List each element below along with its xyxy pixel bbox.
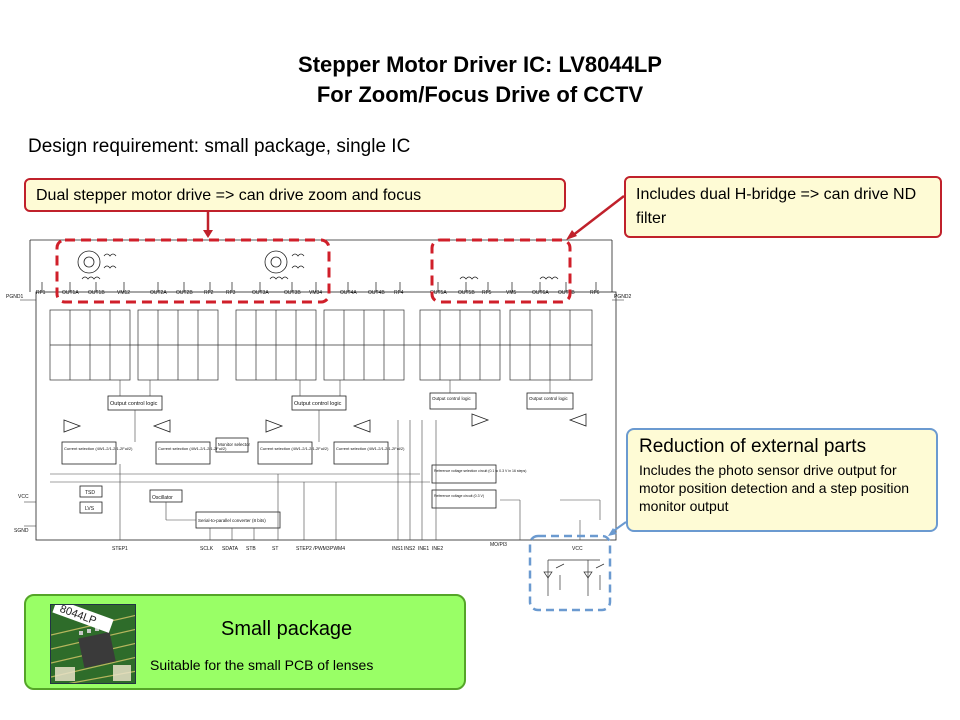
pin-label: SDATA [222, 546, 239, 552]
chip-photo: 8044LP [50, 604, 136, 684]
current-sel-block-4 [333, 441, 389, 465]
pin-label: VM34 [309, 290, 322, 296]
pin-label: INS2 [404, 546, 415, 552]
block-label: Output control logic [110, 401, 158, 407]
monitor-selector-block [215, 437, 249, 453]
block-label: Oscillator [152, 495, 173, 501]
block-label: Output control logic [294, 401, 342, 407]
block-label: Output control logic [432, 396, 472, 401]
pin-label: INE1 [418, 546, 429, 552]
pin-label: OUT5B [458, 290, 475, 296]
pin-label: SCLK [200, 546, 214, 552]
pin-label: OUT3A [252, 290, 269, 296]
block-label: Reference voltage selection circuit (0.1… [434, 469, 526, 473]
slide-title: Stepper Motor Driver IC: LV8044LP For Zo… [0, 50, 960, 110]
package-box: 8044LP Small package Suitable for the sm… [24, 594, 466, 690]
pin-label: OUT6A [532, 290, 549, 296]
pin-label: STEP1 [112, 546, 128, 552]
tsd-block [79, 485, 103, 498]
block-label: Reference voltage circuit (0.3 V) [434, 494, 484, 498]
amp-5-icon [471, 413, 490, 427]
pin-label: RF3 [226, 290, 236, 296]
side-label: PGND1 [6, 294, 23, 300]
amp-1-icon [63, 419, 82, 433]
block-label: TSD [85, 490, 95, 496]
pin-label: INE2 [432, 546, 443, 552]
amp-4-icon [352, 419, 371, 433]
pin-label: RF4 [394, 290, 404, 296]
callout-reduction-title: Reduction of external parts [639, 436, 867, 457]
block-label: Output control logic [529, 396, 569, 401]
pin-label: RF1 [36, 290, 46, 296]
output-logic-block-3 [429, 392, 477, 410]
pin-label: MO/PI3 [490, 542, 507, 548]
pin-label: OUT1A [62, 290, 79, 296]
pin-label: INS1 [392, 546, 403, 552]
side-label: SGND [14, 528, 29, 534]
ic-outline [35, 291, 617, 541]
callout-dual-stepper-text: Dual stepper motor drive => can drive zo… [36, 187, 422, 204]
pin-label: RF2 [204, 290, 214, 296]
block-label: Current selection (4W1-2/1-2/1-2Ful/2) [260, 446, 329, 451]
chip-photo-graphic: 8044LP [51, 605, 135, 683]
pin-label: RF5 [482, 290, 492, 296]
current-sel-block-2 [155, 441, 211, 465]
pin-label: OUT4B [368, 290, 385, 296]
amp-6-icon [568, 413, 587, 427]
pin-label: RF6 [590, 290, 600, 296]
pin-label: OUT3B [284, 290, 301, 296]
pin-label: STB [246, 546, 256, 552]
motor-2-icon [264, 250, 288, 274]
ref-select-block [431, 464, 497, 484]
pin-label: PWM4 [330, 546, 345, 552]
block-label: Current selection (4W1-2/1-2/1-2Ful/2) [158, 446, 227, 451]
pin-label: OUT6B [558, 290, 575, 296]
amp-2-icon [152, 419, 171, 433]
current-sel-block-1 [61, 441, 117, 465]
pin-label: VM12 [117, 290, 130, 296]
title-line-1: Stepper Motor Driver IC: LV8044LP [298, 52, 662, 77]
hbridge-group [49, 309, 593, 381]
block-label: Current selection (4W1-2/1-2/1-2Ful/2) [336, 446, 405, 451]
callout-dual-hbridge-text: Includes dual H-bridge => can drive ND f… [636, 186, 917, 227]
block-label: Current selection (4W1-2/1-2/1-2Ful/2) [64, 446, 133, 451]
pin-label: OUT4A [340, 290, 357, 296]
side-label: VCC [572, 546, 583, 552]
pin-label: OUT2B [176, 290, 193, 296]
pin-label: OUT1B [88, 290, 105, 296]
block-label: Monitor selector [218, 442, 251, 447]
package-description: Suitable for the small PCB of lenses [150, 657, 374, 673]
design-requirement: Design requirement: small package, singl… [28, 136, 411, 157]
highlight-sensor-box [528, 534, 612, 612]
title-line-2: For Zoom/Focus Drive of CCTV [316, 82, 644, 107]
block-label: LVS [85, 506, 95, 512]
pin-label: ST [272, 546, 278, 552]
lvs-block [79, 501, 103, 514]
motor-1-icon [77, 250, 101, 274]
block-label: Serial-to-parallel converter (8 bits) [198, 518, 266, 523]
photo-sensor-icon [543, 559, 605, 596]
side-label: PGND2 [614, 294, 631, 300]
callout-dual-stepper: Dual stepper motor drive => can drive zo… [24, 178, 566, 212]
callout-reduction-body: Includes the photo sensor drive output f… [639, 462, 910, 514]
highlight-stepper-box [55, 238, 331, 304]
highlight-hbridge-box [430, 238, 572, 304]
pin-label: STEP2 /PWM3 [296, 546, 330, 552]
ref-circuit-block [431, 489, 497, 509]
pin-label: OUT5A [430, 290, 447, 296]
pin-label: VM5 [506, 290, 517, 296]
current-sel-block-3 [257, 441, 313, 465]
chip-body [78, 632, 116, 668]
side-label: VCC [18, 494, 29, 500]
callout-reduction: Reduction of external parts Includes the… [626, 428, 938, 532]
package-title: Small package [221, 618, 353, 640]
pin-label: OUT2A [150, 290, 167, 296]
amp-3-icon [265, 419, 284, 433]
callout-dual-hbridge: Includes dual H-bridge => can drive ND f… [624, 176, 942, 238]
arrow-hbridge [571, 195, 625, 237]
